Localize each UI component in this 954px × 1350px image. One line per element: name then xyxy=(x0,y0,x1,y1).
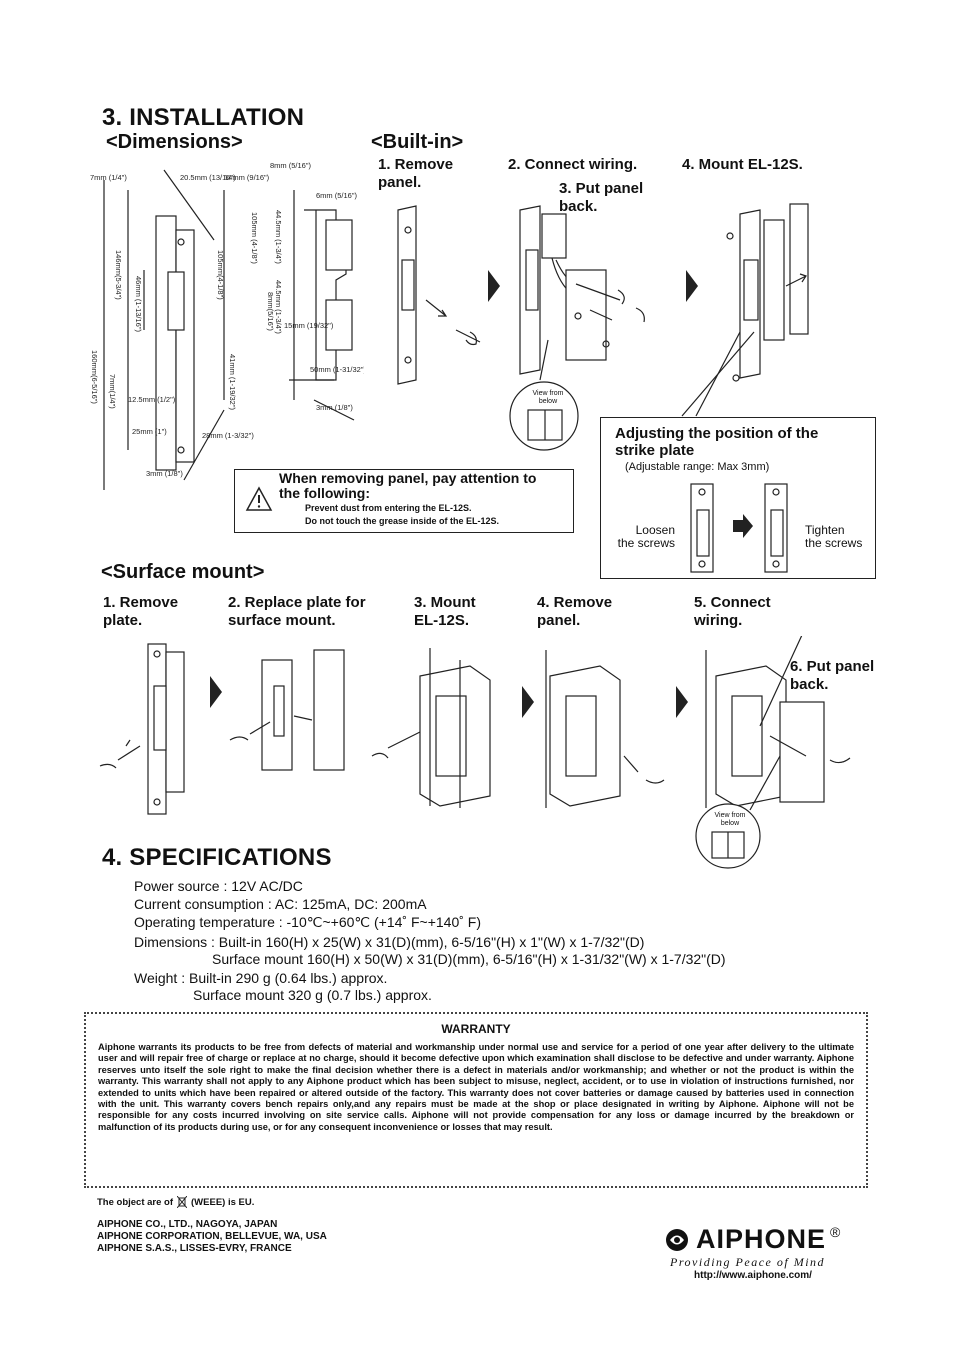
dim-label: 25mm (1") xyxy=(132,427,167,436)
dim-label: 14mm (9/16") xyxy=(224,173,270,182)
weee-prefix: The object are of xyxy=(97,1196,174,1208)
address-line: AIPHONE CORPORATION, BELLEVUE, WA, USA xyxy=(97,1231,327,1242)
builtin-step-1: 1. Remove panel. xyxy=(378,156,454,191)
dim-label: 160mm(6-5/16") xyxy=(90,350,99,404)
dim-label: 105mm (4-1/8") xyxy=(250,212,259,264)
address-line: AIPHONE CO., LTD., NAGOYA, JAPAN xyxy=(97,1219,278,1230)
dim-label: 12.5mm (1/2") xyxy=(128,395,176,404)
spec-current: Current consumption : AC: 125mA, DC: 200… xyxy=(134,896,427,912)
adjust-illustration xyxy=(690,483,788,573)
dim-label: 15mm (19/32") xyxy=(284,321,334,330)
loosen-label: Loosen the screws xyxy=(617,523,675,550)
builtin-heading: <Built-in> xyxy=(371,131,464,153)
dim-label: 41mm (1-19/32") xyxy=(228,354,237,411)
surface-step-6: 6. Put panel back. xyxy=(790,658,875,693)
spec-power: Power source : 12V AC/DC xyxy=(134,878,303,894)
surface-step-3: 3. Mount EL-12S. xyxy=(414,594,476,629)
surface-illustrations xyxy=(99,636,851,869)
address-line: AIPHONE S.A.S., LISSES-EVRY, FRANCE xyxy=(97,1243,292,1254)
addresses: AIPHONE CO., LTD., NAGOYA, JAPAN AIPHONE… xyxy=(97,1219,327,1255)
leader-lines xyxy=(681,331,755,417)
adjust-box: Adjusting the position of the strike pla… xyxy=(600,417,876,579)
warning-triangle-icon xyxy=(245,486,273,511)
surface-step-2: 2. Replace plate for surface mount. xyxy=(228,594,366,629)
builtin-step-4: 4. Mount EL-12S. xyxy=(682,156,803,173)
weee-line: The object are of (WEEE) is EU. xyxy=(97,1196,254,1208)
surface-heading: <Surface mount> xyxy=(101,561,265,583)
dim-label: 46mm (1-13/16") xyxy=(134,276,143,333)
brand-name: AIPHONE xyxy=(696,1224,827,1254)
dim-label: 3mm (1/8") xyxy=(146,469,183,478)
spec-dimensions: Dimensions : Built-in 160(H) x 25(W) x 3… xyxy=(134,934,645,950)
warranty-text: Aiphone warrants its products to be free… xyxy=(98,1042,854,1132)
dim-label: 7mm (1/4") xyxy=(90,173,127,182)
view-from-below-label-2: View from below xyxy=(714,812,746,827)
adjust-title: Adjusting the position of the strike pla… xyxy=(615,425,819,459)
spec-temperature: Operating temperature : -10℃~+60℃ (+14˚ … xyxy=(134,914,482,930)
dim-label: 146mm(5-3/4") xyxy=(114,250,123,300)
specifications-title: 4. SPECIFICATIONS xyxy=(102,844,332,871)
adjust-range: (Adjustable range: Max 3mm) xyxy=(625,461,770,473)
dim-label: 8mm (5/16") xyxy=(270,161,312,170)
surface-step-5: 5. Connect wiring. xyxy=(694,594,771,629)
warning-line-1: Prevent dust from entering the EL-12S. xyxy=(305,503,472,513)
brand-url: http://www.aiphone.com/ xyxy=(694,1270,812,1281)
dim-label: 3mm (1/8") xyxy=(316,403,353,412)
surface-step-4: 4. Remove panel. xyxy=(537,594,613,629)
registered-mark: ® xyxy=(830,1224,841,1240)
dimensions-drawing: 7mm (1/4") 20.5mm (13/16") 14mm (9/16") … xyxy=(90,161,364,490)
builtin-illustrations xyxy=(397,203,809,451)
dim-label: 8mm(5/16") xyxy=(266,292,275,331)
tighten-label: Tighten the screws xyxy=(805,523,863,550)
aiphone-logo-icon xyxy=(666,1228,688,1251)
dim-label: 105mm(4-1/8") xyxy=(216,250,225,300)
installation-title: 3. INSTALLATION xyxy=(102,104,305,131)
builtin-step-2: 2. Connect wiring. xyxy=(508,156,638,173)
weee-suffix: (WEEE) is EU. xyxy=(191,1196,255,1208)
dimensions-heading: <Dimensions> xyxy=(106,131,243,153)
warranty-title: WARRANTY xyxy=(441,1022,511,1036)
crossed-bin-icon xyxy=(177,1196,188,1208)
view-from-below-label: View from below xyxy=(532,390,564,405)
warning-box: When removing panel, pay attention to th… xyxy=(234,469,574,533)
warranty-box: WARRANTY Aiphone warrants its products t… xyxy=(84,1012,868,1188)
brand-block: AIPHONE ® Providing Peace of Mind http:/… xyxy=(662,1224,892,1281)
dim-label: 50mm (1-31/32") xyxy=(310,365,364,374)
brand-tagline: Providing Peace of Mind xyxy=(670,1255,826,1269)
dim-label: 7mm(1/4") xyxy=(108,374,117,409)
spec-weight: Weight : Built-in 290 g (0.64 lbs.) appr… xyxy=(134,970,388,986)
spec-dimensions-surface: Surface mount 160(H) x 50(W) x 31(D)(mm)… xyxy=(212,951,726,967)
builtin-step-3: 3. Put panel back. xyxy=(559,180,644,215)
warning-line-2: Do not touch the grease inside of the EL… xyxy=(305,516,500,526)
dim-label: 44.5mm (1-3/4") xyxy=(274,210,283,264)
dim-label: 44.5mm (1-3/4") xyxy=(274,280,283,334)
surface-step-1: 1. Remove plate. xyxy=(103,594,179,629)
dim-label: 6mm (5/16") xyxy=(316,191,358,200)
dim-label: 20.5mm (13/16") xyxy=(180,173,236,182)
dim-label: 28mm (1-3/32") xyxy=(202,431,254,440)
warning-title: When removing panel, pay attention to th… xyxy=(279,470,537,501)
spec-weight-surface: Surface mount 320 g (0.7 lbs.) approx. xyxy=(193,987,432,1003)
